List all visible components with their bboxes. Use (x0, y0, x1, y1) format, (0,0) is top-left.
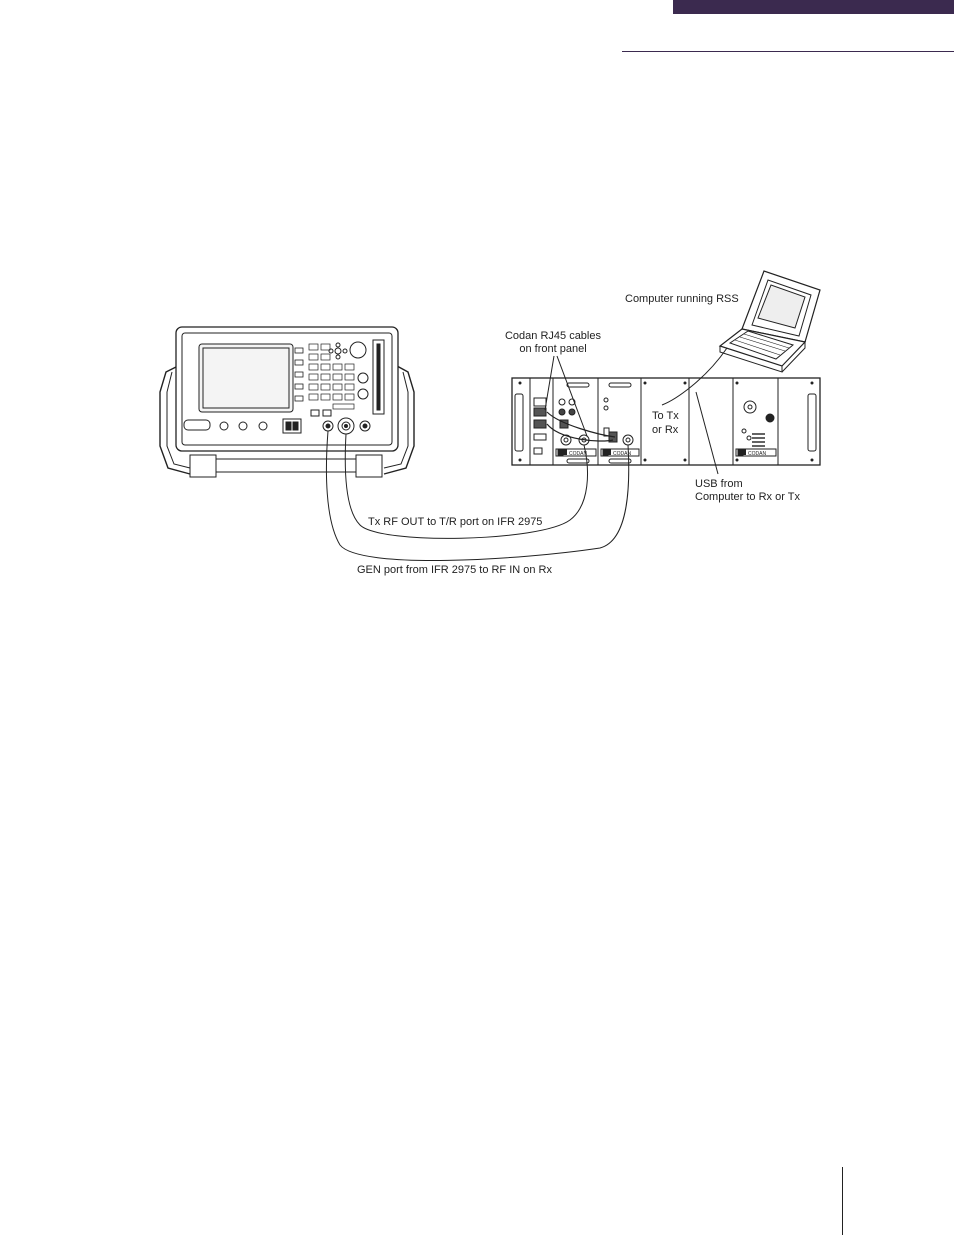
footer-rule (842, 1167, 843, 1235)
module3-brand: CODAN (748, 451, 766, 457)
codan-logo-mark (741, 449, 746, 455)
label-gen-port: GEN port from IFR 2975 to RF IN on Rx (357, 564, 553, 576)
ifr-2975-test-set (159, 326, 415, 478)
header-rule (622, 51, 954, 52)
label-usb-line1: USB from (695, 478, 743, 490)
label-usb-line2: Computer to Rx or Tx (695, 491, 800, 503)
module2-brand: CODAN (613, 451, 631, 457)
label-computer: Computer running RSS (625, 293, 739, 305)
module1-brand: CODAN (569, 451, 587, 457)
label-tx-rf-out: Tx RF OUT to T/R port on IFR 2975 (368, 516, 542, 528)
laptop-computer (718, 270, 821, 373)
codan-logo-mark (606, 449, 611, 455)
label-to-tx-line2: or Rx (652, 424, 679, 436)
label-rj45-line1: Codan RJ45 cables (505, 330, 602, 342)
header-accent-bar (673, 0, 954, 14)
label-rj45-line2: on front panel (519, 343, 586, 355)
label-to-tx-line1: To Tx (652, 410, 679, 422)
codan-logo-mark (562, 449, 567, 455)
cables (325, 347, 728, 561)
